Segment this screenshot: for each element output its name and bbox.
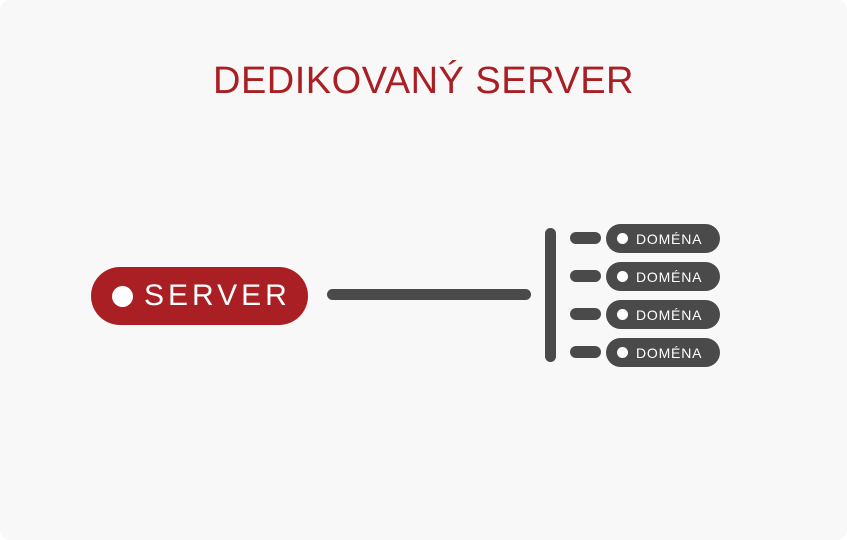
branch-dash bbox=[570, 308, 601, 320]
domain-bullet-icon bbox=[617, 271, 628, 282]
domain-label: DOMÉNA bbox=[636, 344, 703, 361]
branch-dash bbox=[570, 270, 601, 282]
page-title: DEDIKOVANÝ SERVER bbox=[213, 60, 634, 102]
domain-label: DOMÉNA bbox=[636, 230, 703, 247]
domain-node: DOMÉNA bbox=[606, 300, 720, 329]
domain-bullet-icon bbox=[617, 347, 628, 358]
domain-bullet-icon bbox=[617, 309, 628, 320]
domain-bullet-icon bbox=[617, 233, 628, 244]
server-label: SERVER bbox=[144, 279, 291, 312]
branch-bar bbox=[545, 228, 556, 362]
branch-dash bbox=[570, 232, 601, 244]
server-node: SERVER bbox=[91, 267, 308, 325]
domain-label: DOMÉNA bbox=[636, 268, 703, 285]
domain-label: DOMÉNA bbox=[636, 306, 703, 323]
connector-line bbox=[327, 289, 531, 300]
server-bullet-icon bbox=[112, 285, 133, 307]
domain-node: DOMÉNA bbox=[606, 262, 720, 291]
branch-dash bbox=[570, 346, 601, 358]
domain-node: DOMÉNA bbox=[606, 338, 720, 367]
domain-node: DOMÉNA bbox=[606, 224, 720, 253]
